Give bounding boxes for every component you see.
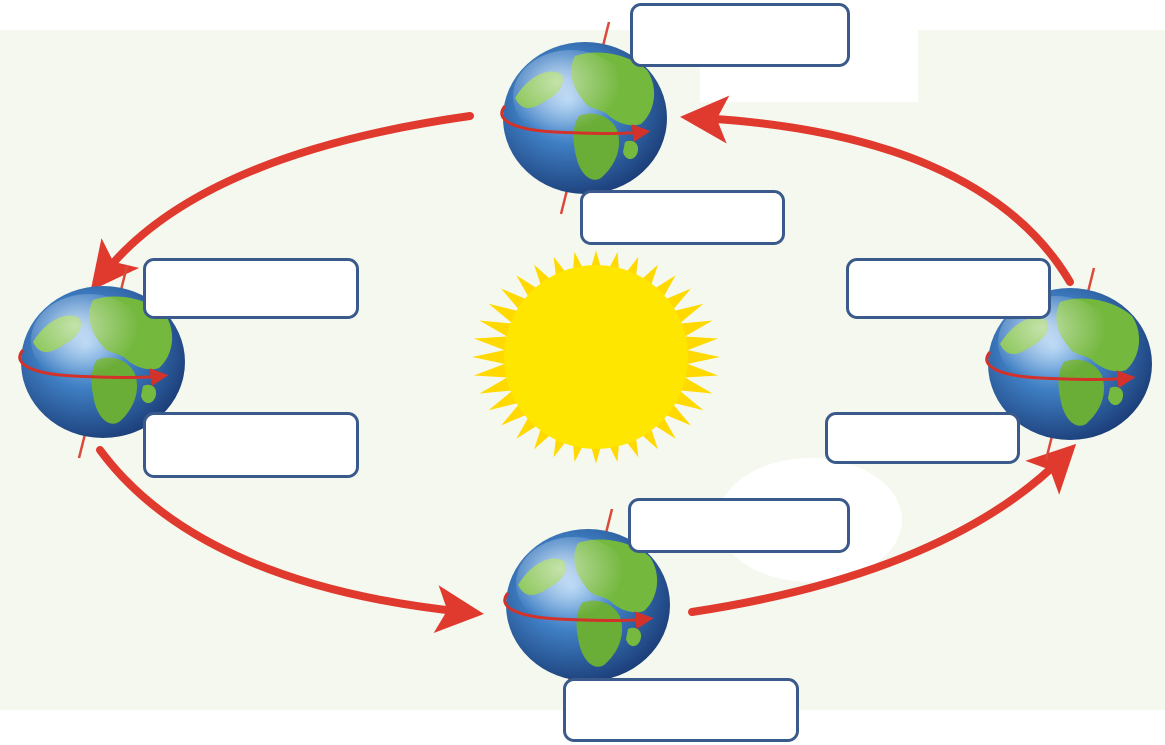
sun-icon [472, 250, 720, 464]
label-box-right-upper[interactable] [846, 258, 1051, 319]
orbit-arrow-top-to-left [90, 112, 474, 291]
label-box-top-lower[interactable] [580, 190, 785, 245]
label-box-left-lower[interactable] [143, 412, 359, 478]
label-box-left-upper[interactable] [143, 258, 359, 319]
orbit-arrow-right-to-top [680, 95, 1074, 286]
orbit-arrow-left-to-bottom [96, 446, 484, 633]
orbit-arrows [90, 95, 1077, 633]
label-box-bottom-upper[interactable] [628, 498, 850, 553]
label-box-right-lower[interactable] [825, 412, 1020, 464]
orbit-arrow-bottom-to-right [688, 443, 1077, 616]
label-box-top-upper[interactable] [630, 3, 850, 67]
label-box-bottom-lower[interactable] [563, 678, 799, 742]
